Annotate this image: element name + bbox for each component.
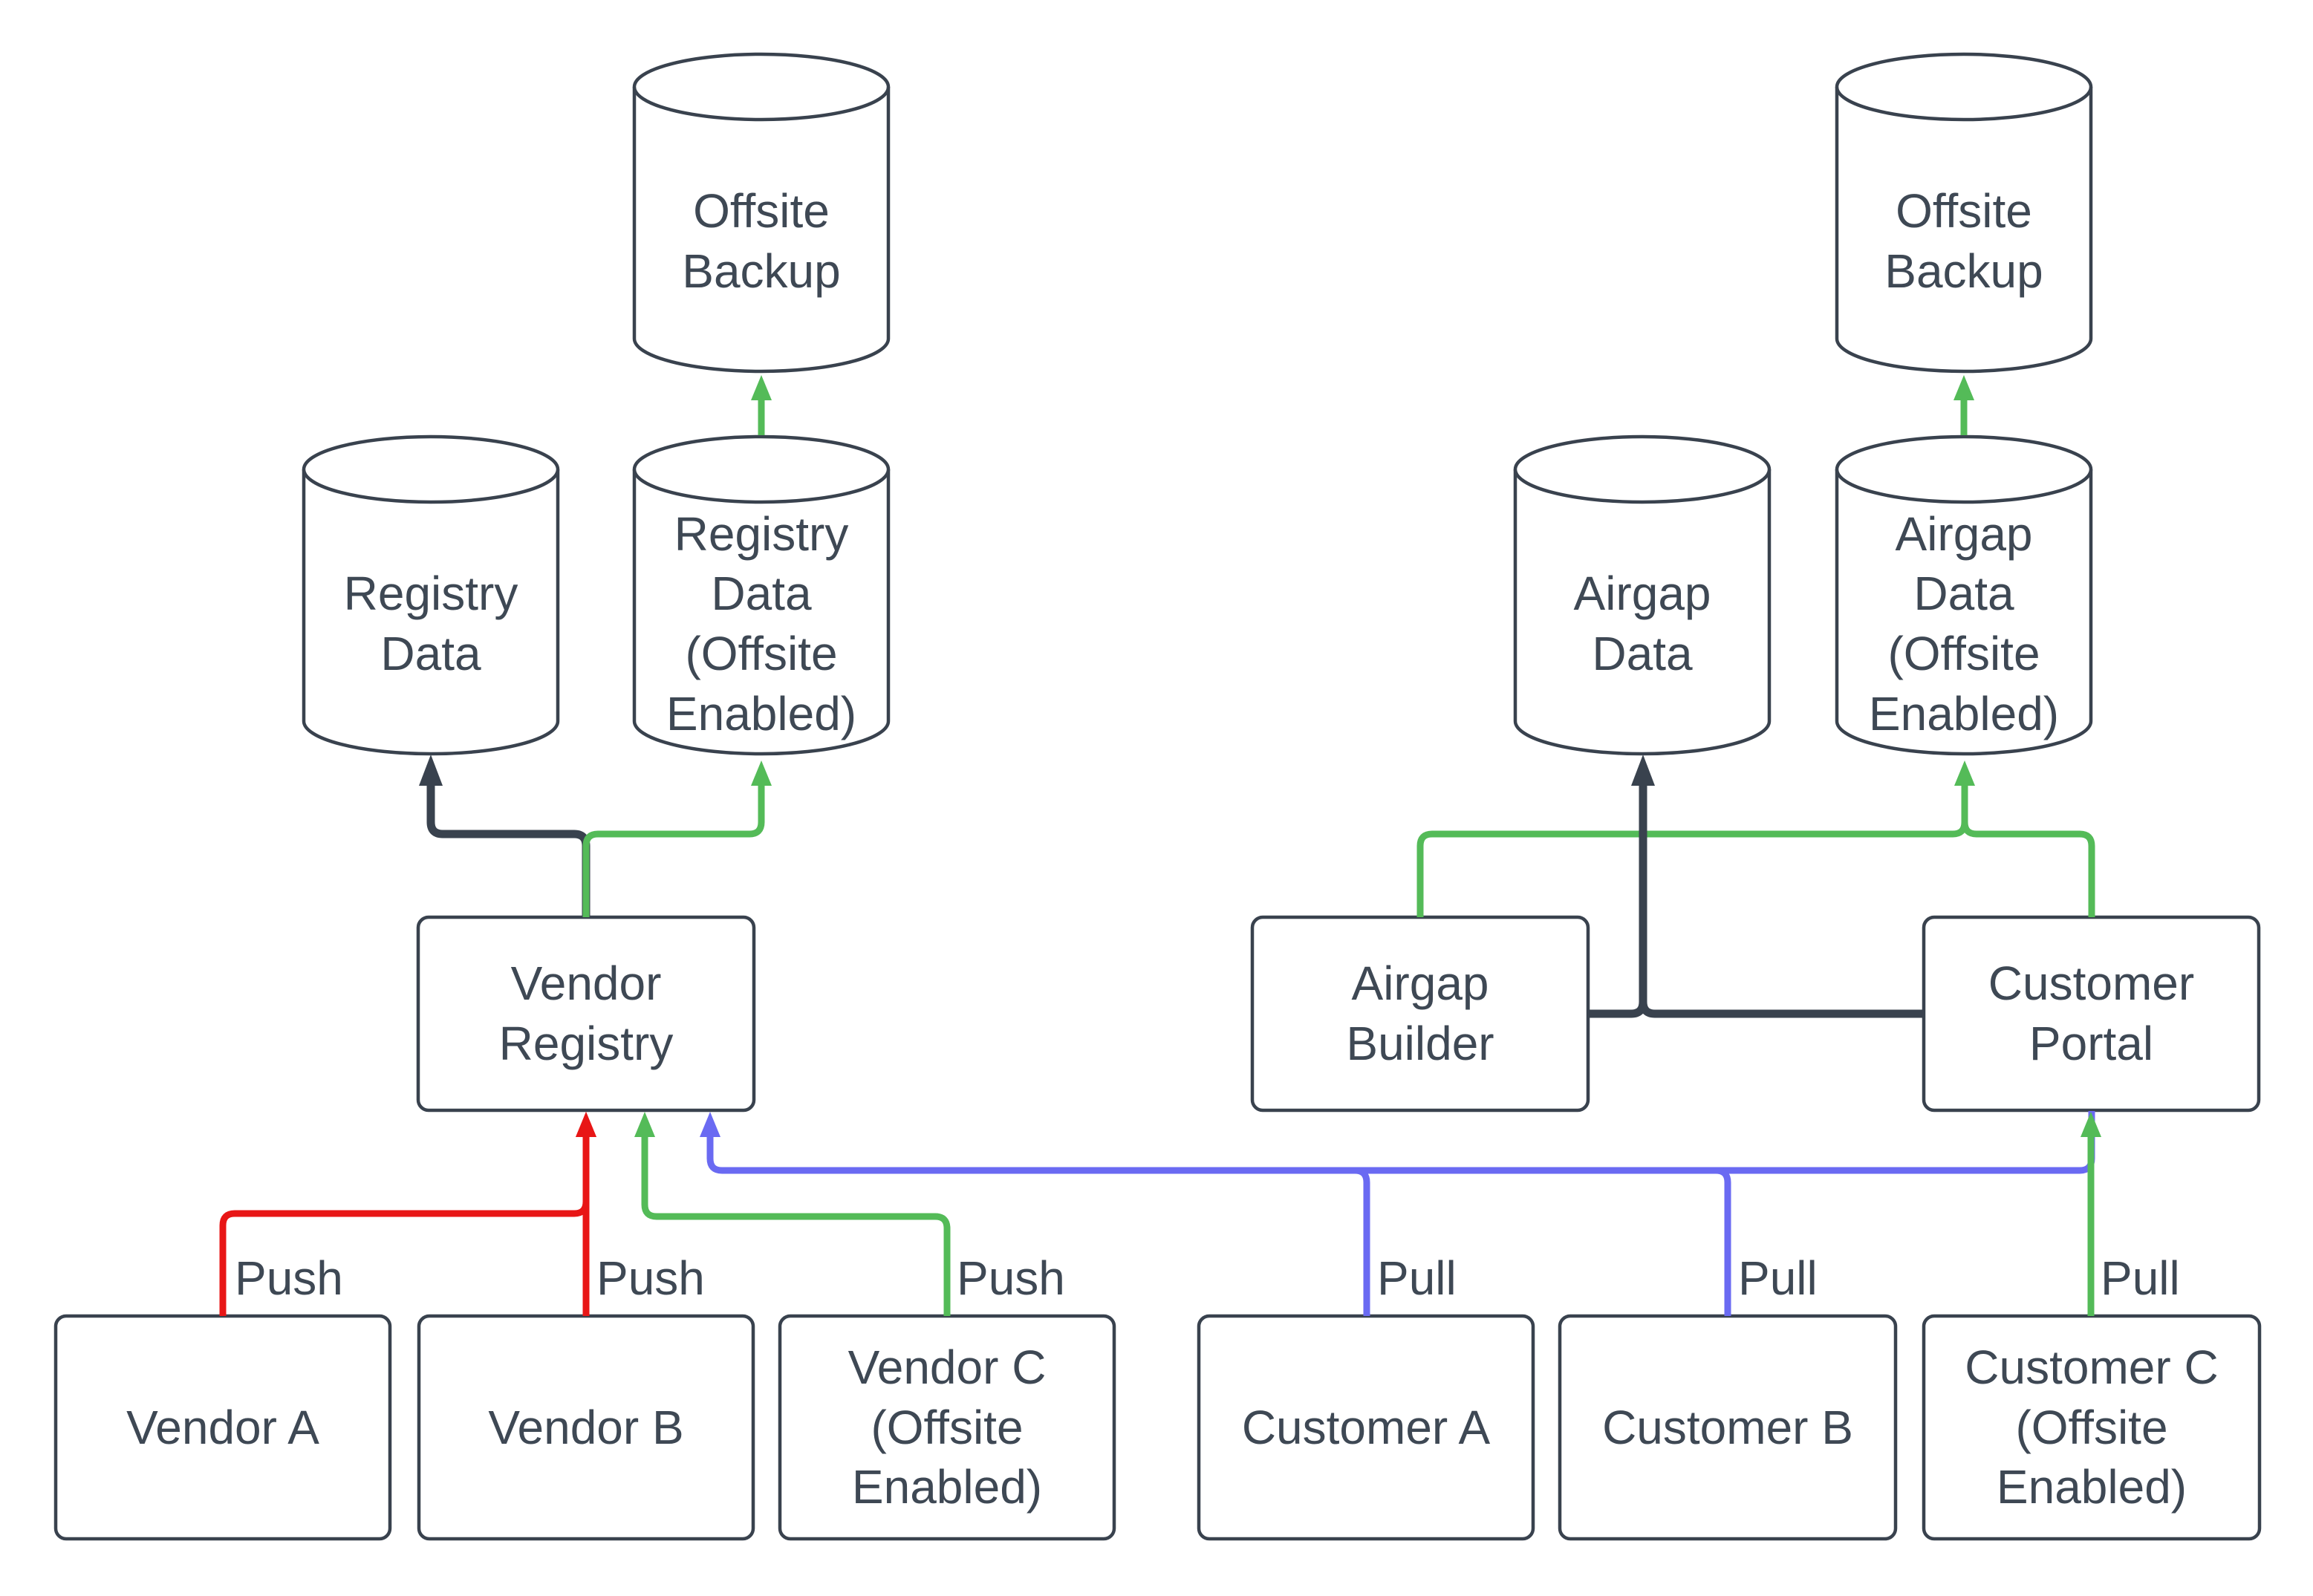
pull-label-customer-a: Pull [1377,1251,1457,1305]
registry-data-cylinder [302,434,560,756]
airgap-builder-label: Airgap Builder [1346,957,1494,1070]
customer-a-label: Customer A [1241,1400,1491,1454]
airgap-data-offsite-label: Airgap Data (Offsite Enabled) [1868,507,2060,740]
edge-customer-a-pull [1347,1167,1370,1316]
push-label-vendor-a: Push [235,1251,343,1305]
registry-data-label: Registry Data [343,567,518,680]
registry-data-offsite-label: Registry Data (Offsite Enabled) [666,507,857,740]
offsite-backup-left-cylinder [632,52,891,374]
edge-registry-to-registry-data-offsite [582,760,772,917]
vendor-c-label: Vendor C (Offsite Enabled) [848,1341,1047,1514]
push-label-vendor-c: Push [957,1251,1065,1305]
vendor-b-label: Vendor B [488,1400,684,1454]
edge-registry-to-registry-data [419,755,591,917]
vendor-a-label: Vendor A [126,1400,319,1454]
vendor-registry-label: Vendor Registry [498,957,674,1070]
customer-b-label: Customer B [1602,1400,1853,1454]
edge-customer-b-pull [1708,1167,1731,1316]
offsite-backup-right-cylinder [1835,52,2093,374]
edge-customer-portal-pull-bus [700,1111,2095,1174]
airgap-data-label: Airgap Data [1573,567,1711,680]
pull-label-customer-b: Pull [1738,1251,1818,1305]
customer-c-label: Customer C (Offsite Enabled) [1965,1341,2219,1514]
offsite-backup-left-label: Offsite Backup [682,184,841,298]
pull-label-customer-c: Pull [2101,1251,2180,1305]
edge-vendor-c-push [634,1112,951,1316]
airgap-data-cylinder [1513,434,1772,756]
push-label-vendor-b: Push [596,1251,705,1305]
edge-airgap-builder-to-airgap-data-offsite [1416,760,1975,917]
offsite-backup-right-label: Offsite Backup [1884,184,2043,298]
edge-vendor-a-push [219,1112,596,1316]
registry-data-offsite-cylinder [632,434,891,756]
edge-customer-portal-to-airgap-data-offsite [1961,787,2095,917]
edge-airgap-builder-to-airgap-data [1588,755,1655,1018]
airgap-data-offsite-cylinder [1835,434,2093,756]
customer-portal-label: Customer Portal [1988,957,2195,1070]
edge-customer-portal-to-airgap-data [1639,965,1924,1018]
